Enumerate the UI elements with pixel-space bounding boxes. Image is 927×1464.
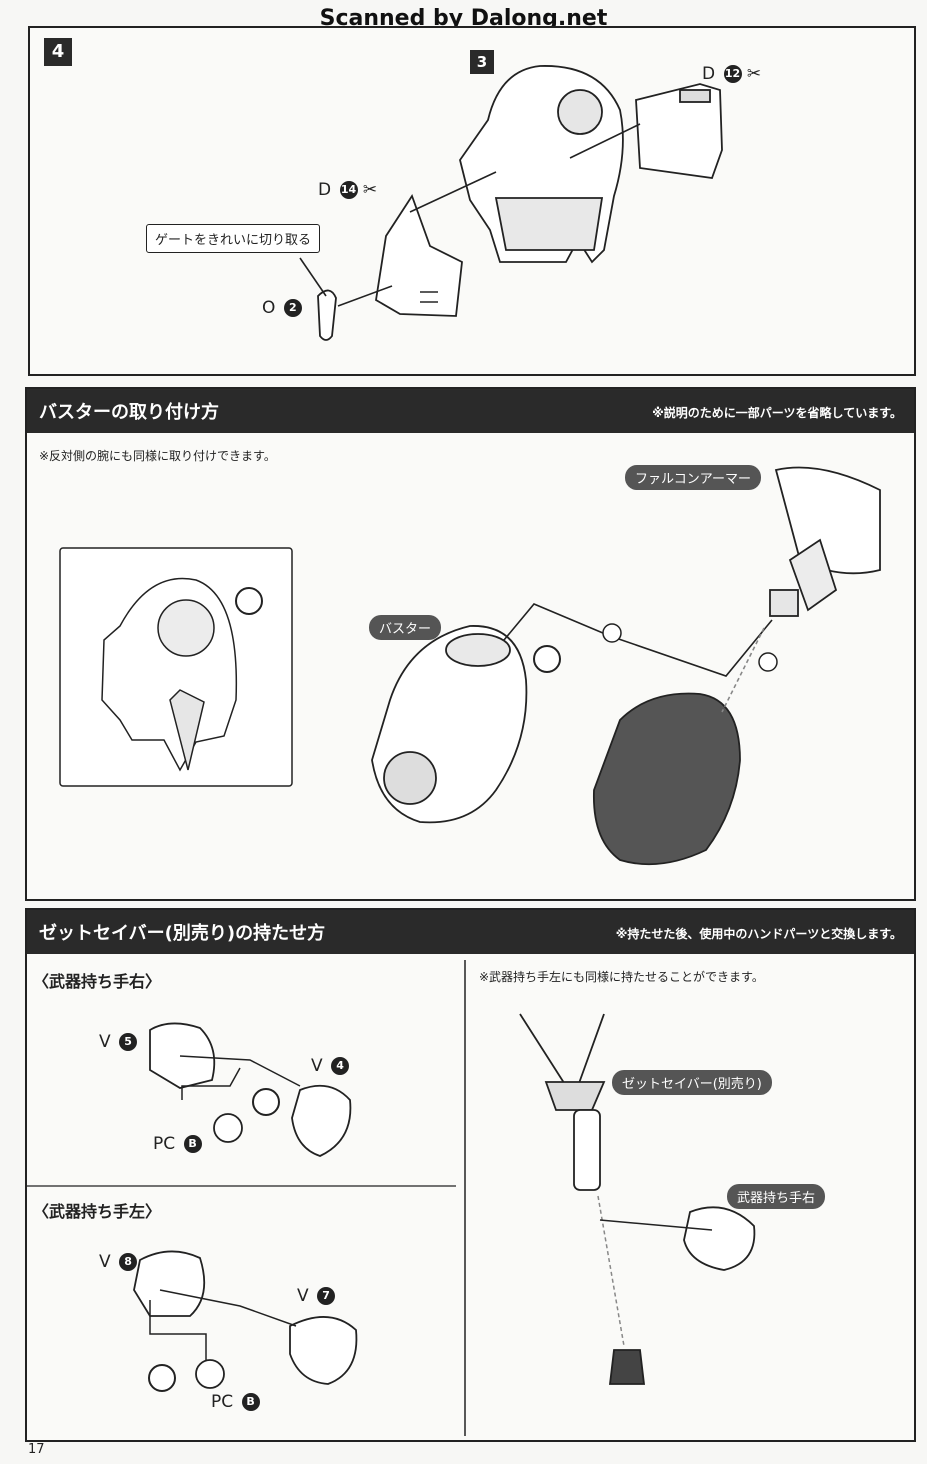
arrow-d12 <box>569 123 641 159</box>
left-connector-1 <box>149 1300 207 1360</box>
saber-right-note: ※武器持ち手左にも同様に持たせることができます。 <box>479 970 764 984</box>
buster-title: バスターの取り付け方 <box>39 402 219 423</box>
gate-note: ゲートをきれいに切り取る <box>146 224 321 253</box>
peg-pcb-icon <box>213 1113 243 1143</box>
buster-header: バスターの取り付け方 ※説明のために一部パーツを省略しています。 <box>27 389 914 433</box>
part-v5-label: V 5 <box>99 1032 138 1052</box>
part-o2-icon <box>317 289 337 341</box>
substep-number: 3 <box>470 50 494 74</box>
hand-v7-icon <box>289 1316 358 1385</box>
side-part-d12-icon <box>635 83 723 179</box>
left-connector-2 <box>159 1289 297 1327</box>
saber-title: ゼットセイバー(別売り)の持たせ方 <box>39 923 326 944</box>
part-d14-label: D 14 ✂ <box>318 180 378 200</box>
buster-label: バスター <box>369 615 442 640</box>
step-number: 4 <box>44 38 72 66</box>
caution-icon <box>148 1088 280 1392</box>
hand-right-label: 武器持ち手右 <box>727 1184 826 1209</box>
buster-sub-note: ※反対側の腕にも同様に取り付けできます。 <box>39 449 276 463</box>
connector-1 <box>721 627 765 713</box>
cut-icon: ✂ <box>741 64 762 84</box>
part-pcb2-label: PC B <box>211 1392 260 1412</box>
left-hand-title: 〈武器持ち手左〉 <box>33 1202 162 1221</box>
cut-icon: ✂ <box>357 180 378 200</box>
step2-marker <box>602 623 622 643</box>
right-connector-1 <box>181 1067 241 1100</box>
step1-marker <box>758 652 778 672</box>
buster-note: ※説明のために一部パーツを省略しています。 <box>652 406 902 420</box>
peg-icon <box>608 1349 646 1385</box>
part-v7-label: V 7 <box>297 1286 336 1306</box>
buster-part-icon <box>371 625 528 824</box>
saber-header: ゼットセイバー(別売り)の持たせ方 ※持たせた後、使用中のハンドパーツと交換しま… <box>27 910 914 954</box>
part-pcb-label: PC B <box>153 1134 202 1154</box>
right-connector-2 <box>179 1055 301 1087</box>
saber-panel: ゼットセイバー(別売り)の持たせ方 ※持たせた後、使用中のハンドパーツと交換しま… <box>25 908 916 1442</box>
falcon-armor-label: ファルコンアーマー <box>625 465 761 490</box>
saber-connector-2 <box>599 1219 713 1231</box>
part-v8-label: V 8 <box>99 1252 138 1272</box>
side-part-d14-icon <box>375 193 463 317</box>
part-v4-label: V 4 <box>311 1056 350 1076</box>
falcon-armor-icon <box>769 466 881 617</box>
part-o2-label: O 2 <box>262 298 302 318</box>
saber-label: ゼットセイバー(別売り) <box>612 1070 772 1095</box>
page-number: 17 <box>28 1442 45 1457</box>
hand-v8-icon <box>133 1250 206 1317</box>
helmet-part-icon <box>459 65 624 264</box>
saber-hilt-icon <box>519 1013 606 1191</box>
part-d12-label: D 12 ✂ <box>702 64 762 84</box>
gate-pointer <box>299 257 327 297</box>
peg-pcb2-icon <box>195 1359 225 1389</box>
saber-connector-1 <box>597 1195 625 1347</box>
weapon-hand-right-icon <box>683 1206 756 1271</box>
right-hand-title: 〈武器持ち手右〉 <box>33 972 162 991</box>
detail-box <box>59 547 293 787</box>
forearm-shape-icon <box>593 692 741 866</box>
hand-v4-icon <box>291 1084 352 1157</box>
saber-note: ※持たせた後、使用中のハンドパーツと交換します。 <box>615 927 902 941</box>
arrow-d14 <box>409 171 497 213</box>
arrow-o2 <box>337 285 393 307</box>
caution-icon <box>235 587 561 673</box>
